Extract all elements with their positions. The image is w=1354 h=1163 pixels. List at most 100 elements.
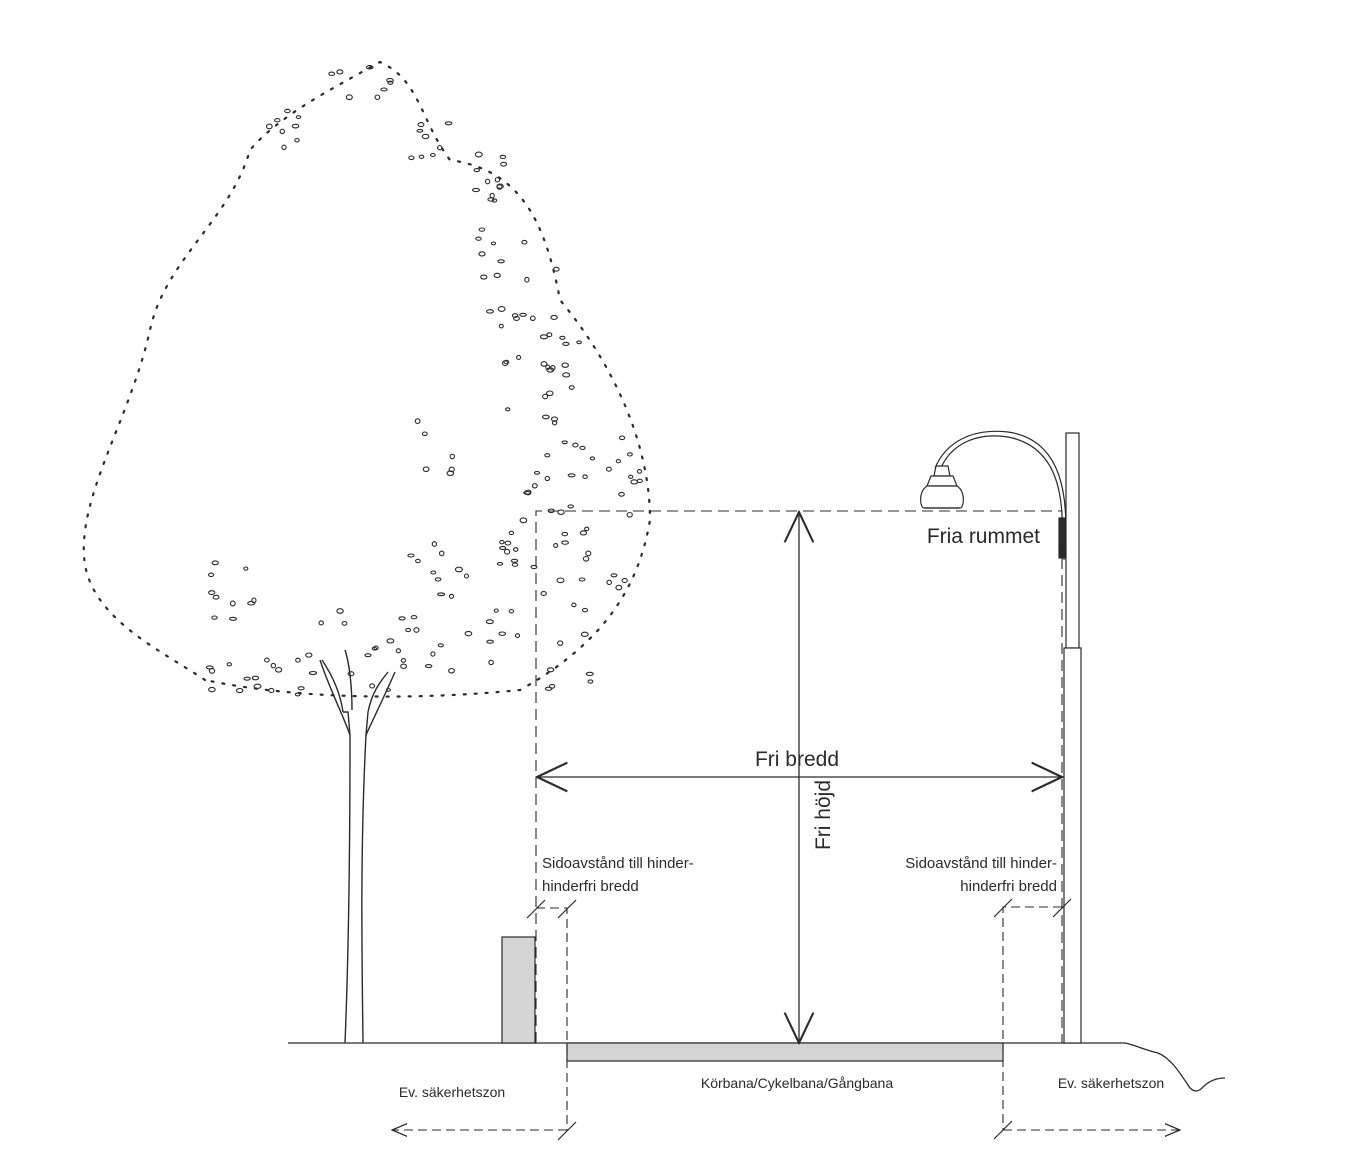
leaf-mark	[416, 128, 424, 133]
leaf-mark	[519, 312, 527, 317]
leaf-mark	[500, 161, 508, 167]
leaf-mark	[387, 80, 394, 85]
leaf-mark	[228, 616, 238, 621]
leaf-mark	[418, 154, 425, 159]
leaf-mark	[501, 360, 509, 367]
leaf-mark	[486, 639, 494, 644]
leaf-mark	[345, 94, 353, 101]
leaf-mark	[430, 570, 437, 575]
leaf-mark	[208, 686, 216, 693]
leaf-mark	[519, 517, 528, 524]
leaf-mark	[582, 555, 590, 562]
leaf-mark	[369, 683, 376, 689]
leaf-mark	[503, 359, 510, 365]
side-clearance-brackets	[536, 906, 1062, 1130]
leaf-mark	[516, 354, 522, 360]
leaf-mark	[561, 362, 569, 368]
leaf-mark	[407, 553, 415, 558]
leaf-mark	[410, 615, 418, 620]
leaf-mark	[308, 670, 318, 676]
leaf-mark	[294, 692, 301, 697]
leaf-mark	[386, 638, 395, 644]
leaf-mark	[615, 584, 623, 591]
label-sido-left-1: Sidoavstånd till hinder-	[542, 855, 694, 872]
leaf-mark	[582, 474, 588, 480]
leaf-mark	[211, 560, 219, 566]
leaf-mark	[365, 65, 374, 70]
leaf-mark	[414, 418, 421, 424]
leaf-mark	[541, 414, 550, 420]
leaf-mark	[485, 619, 494, 625]
label-sakerhetszon-left: Ev. säkerhetszon	[399, 1084, 505, 1100]
leaf-mark	[585, 671, 594, 677]
leaf-mark	[291, 123, 300, 129]
leaf-mark	[284, 108, 291, 114]
leaf-mark	[568, 385, 575, 390]
leaf-mark	[551, 420, 558, 426]
leaf-mark	[546, 332, 553, 338]
leaf-mark	[371, 646, 378, 651]
label-sido-right-1: Sidoavstånd till hinder-	[905, 855, 1057, 872]
leaf-mark	[226, 662, 233, 667]
leaf-mark	[449, 453, 456, 460]
leaf-mark	[550, 416, 559, 422]
leaf-mark	[505, 407, 511, 412]
leaf-mark	[380, 87, 388, 92]
leaf-mark	[247, 601, 256, 606]
leaf-mark	[610, 573, 618, 578]
leaf-mark	[208, 668, 216, 674]
leaf-mark	[562, 372, 571, 378]
leaf-mark	[584, 526, 590, 532]
leaf-mark	[454, 566, 463, 573]
leaf-mark	[448, 593, 455, 599]
leaf-mark	[493, 272, 501, 279]
leaf-mark	[336, 69, 344, 75]
leaf-mark	[415, 558, 421, 564]
leaf-mark	[475, 236, 482, 241]
leaf-mark	[305, 652, 313, 658]
leaf-mark	[636, 478, 643, 484]
leaf-mark	[437, 592, 446, 597]
street-lamp	[920, 430, 1082, 1044]
leaf-mark	[444, 121, 453, 126]
leaf-mark	[530, 564, 538, 570]
leaf-mark	[550, 314, 558, 320]
leaf-mark	[499, 545, 507, 550]
leaf-mark	[498, 631, 507, 636]
leaf-mark	[463, 573, 470, 579]
leaf-mark	[510, 558, 519, 563]
leaf-mark	[268, 687, 275, 694]
leaf-mark	[405, 627, 412, 633]
leaf-mark	[605, 466, 612, 472]
leaf-mark	[559, 335, 566, 340]
leaf-mark	[572, 442, 579, 448]
lamp-pole-upper	[1065, 432, 1080, 649]
leaf-mark	[398, 616, 406, 621]
leaf-clusters	[205, 65, 643, 697]
leaf-mark	[567, 473, 576, 478]
leaf-mark	[496, 183, 504, 189]
label-fri-bredd: Fri bredd	[755, 748, 839, 771]
leaf-mark	[618, 491, 625, 497]
leaf-mark	[486, 309, 494, 314]
leaf-mark	[561, 540, 569, 545]
leaf-mark	[473, 168, 481, 173]
leaf-mark	[374, 94, 381, 100]
leaf-mark	[274, 118, 281, 123]
leaf-mark	[413, 627, 420, 633]
leaf-mark	[422, 466, 430, 473]
leaf-mark	[504, 540, 512, 546]
leaf-mark	[474, 151, 483, 158]
label-fria-rummet: Fria rummet	[927, 525, 1040, 548]
leaf-mark	[235, 687, 244, 694]
leaf-mark	[524, 276, 530, 283]
lamp-head-icon	[920, 465, 964, 509]
label-korbana: Körbana/Cykelbana/Gångbana	[701, 1075, 893, 1091]
leaf-mark	[587, 679, 594, 684]
leaf-mark	[437, 145, 443, 151]
leaf-mark	[589, 456, 596, 461]
leaf-mark	[544, 475, 551, 482]
leaf-mark	[431, 541, 438, 547]
leaf-mark	[508, 530, 515, 536]
leaf-mark	[430, 152, 436, 158]
